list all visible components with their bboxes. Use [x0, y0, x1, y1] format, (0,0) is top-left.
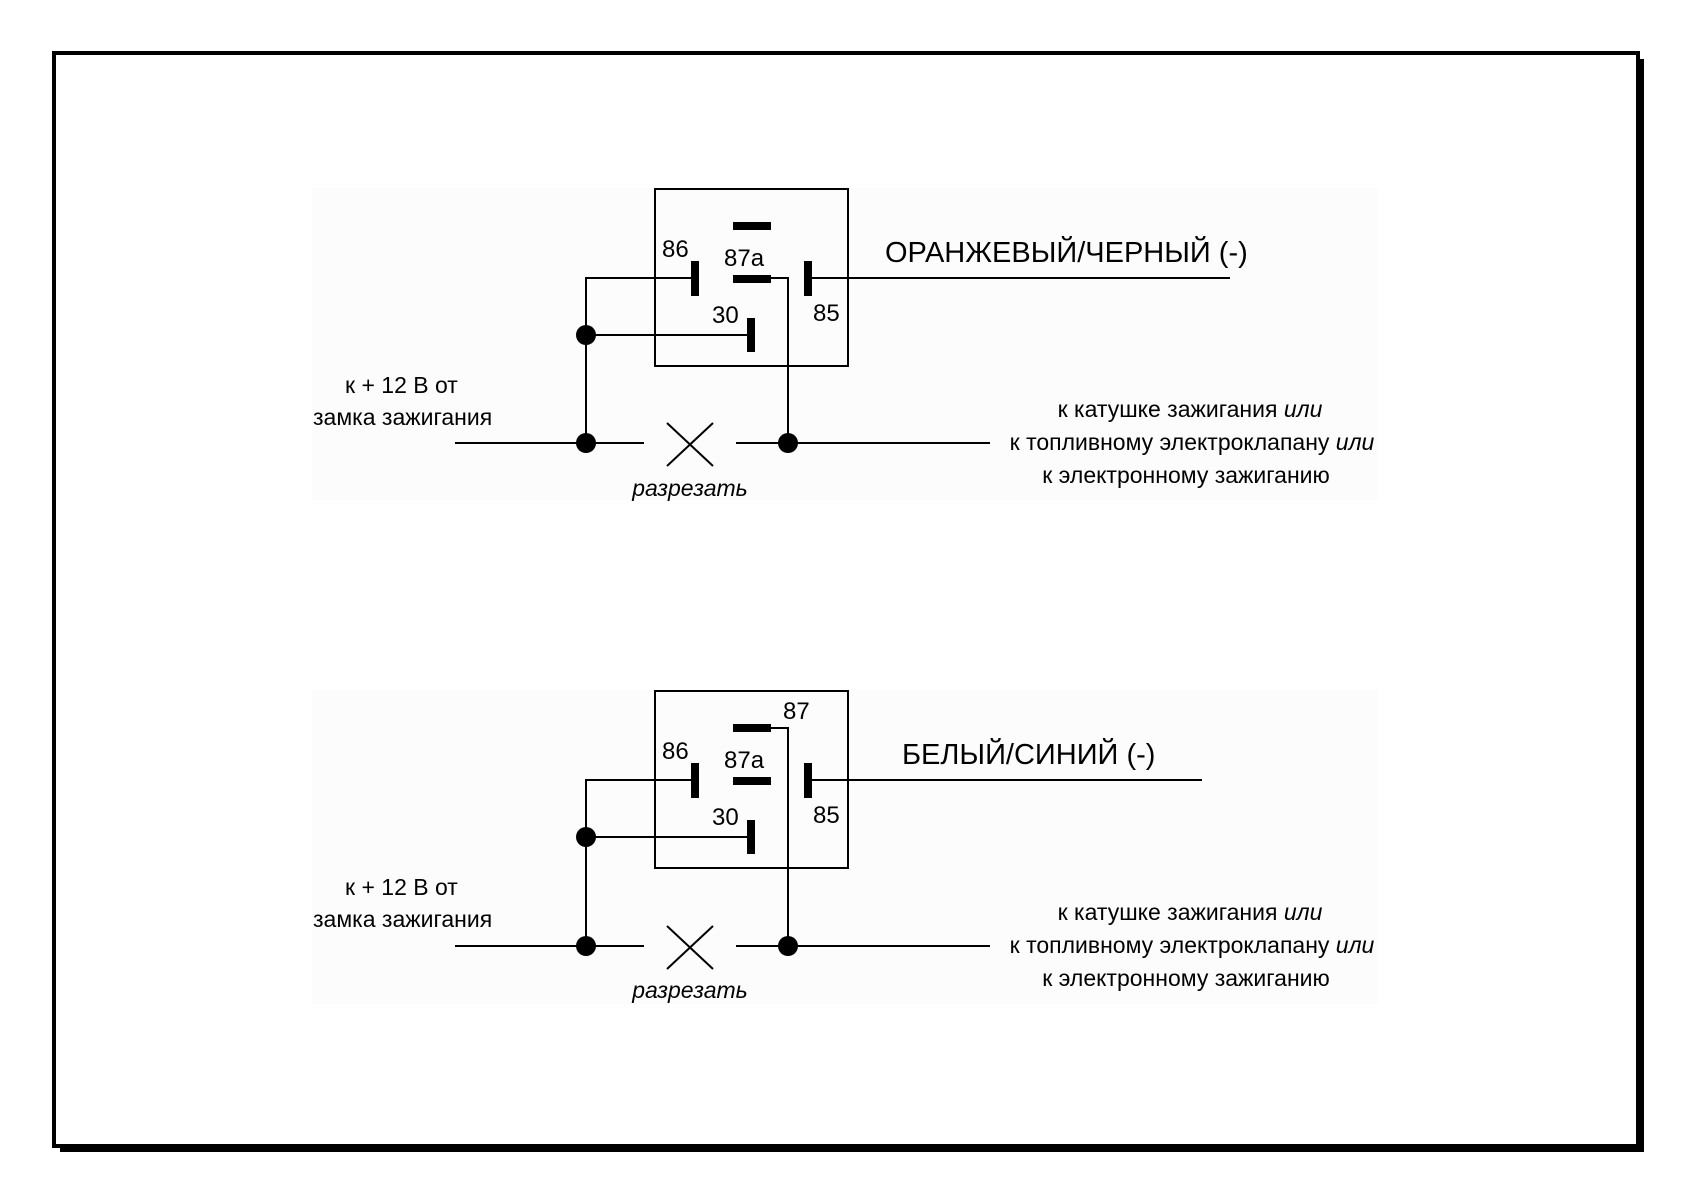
pin-label-87a: 87a: [724, 747, 765, 774]
wire-86: [585, 779, 691, 946]
junction-dot: [778, 433, 798, 453]
wire-87: [771, 727, 789, 946]
contact-86: [691, 763, 699, 798]
source-label-line1: к + 12 В от: [345, 874, 458, 900]
junction-dot: [778, 936, 798, 956]
source-label-line2: замка зажигания: [313, 404, 492, 430]
cut-label: разрезать: [631, 475, 748, 501]
dest-label-line3: к электронному зажиганию: [1042, 462, 1330, 488]
junction-dot: [576, 827, 596, 847]
cut-mark-b: [666, 925, 714, 970]
diagram-panel: [312, 188, 1378, 500]
diagram-panel: [312, 690, 1378, 1004]
junction-dot: [576, 325, 596, 345]
pin-label-86: 86: [662, 236, 689, 263]
contact-87: [733, 222, 771, 230]
contact-87a: [733, 275, 771, 283]
contact-85: [804, 763, 812, 798]
wire-color-label: БЕЛЫЙ/СИНИЙ (-): [902, 737, 1155, 771]
contact-87: [733, 724, 771, 732]
source-label-line1: к + 12 В от: [345, 372, 458, 398]
pin-label-87: 87: [783, 698, 810, 725]
source-label-line2: замка зажигания: [313, 906, 492, 932]
wire-87a: [771, 277, 789, 443]
wires: [455, 277, 1230, 467]
junction-dot: [576, 936, 596, 956]
pin-label-30: 30: [712, 804, 739, 831]
dest-label-line3: к электронному зажиганию: [1042, 965, 1330, 991]
dest-label-line2: к топливному электроклапану или: [1010, 932, 1375, 958]
relay-diagram-1: 86 87a 30 85 ОРАНЖЕВЫЙ/ЧЕРНЫЙ (-) к + 12…: [312, 188, 1378, 501]
pin-label-30: 30: [712, 302, 739, 329]
wire-color-label: ОРАНЖЕВЫЙ/ЧЕРНЫЙ (-): [885, 235, 1248, 269]
relay-diagram-2: 87 86 87a 30 85 БЕЛЫЙ/СИНИЙ (-) к + 12 В…: [312, 690, 1378, 1004]
dest-label-line2: к топливному электроклапану или: [1010, 429, 1375, 455]
contact-30: [747, 318, 755, 352]
contact-86: [691, 261, 699, 296]
cut-mark-b: [666, 422, 714, 467]
pin-label-86: 86: [662, 738, 689, 765]
dest-label-line1: к катушке зажигания или: [1058, 899, 1323, 925]
contact-85: [804, 261, 812, 296]
cut-label: разрезать: [631, 977, 748, 1003]
pin-label-87a: 87a: [724, 245, 765, 272]
junction-dot: [576, 433, 596, 453]
pin-label-85: 85: [813, 300, 840, 327]
pin-label-85: 85: [813, 802, 840, 829]
wires: [455, 727, 1202, 970]
dest-label-line1: к катушке зажигания или: [1058, 396, 1323, 422]
wire-86: [585, 277, 691, 443]
contact-87a: [733, 777, 771, 785]
contact-30: [747, 820, 755, 854]
